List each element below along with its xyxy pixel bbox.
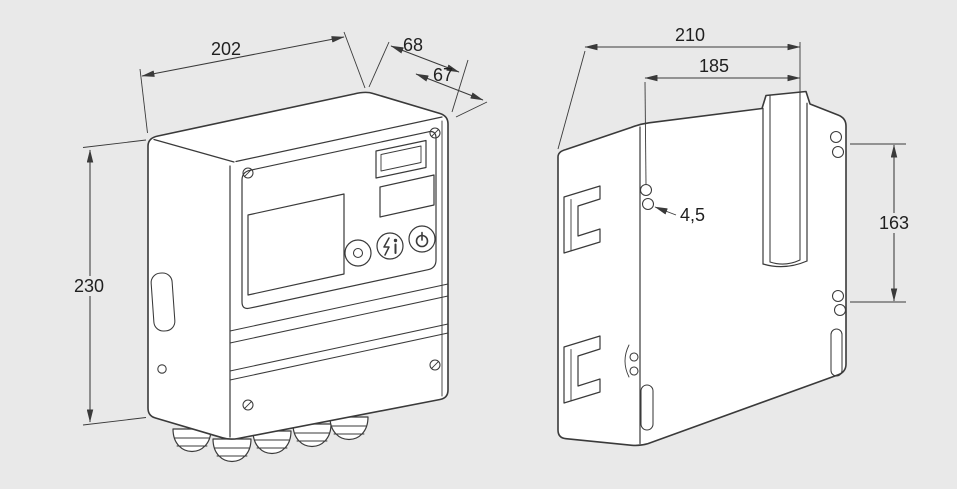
hinge-top <box>563 185 601 254</box>
dim-label-67: 67 <box>433 65 453 85</box>
housing-seams <box>229 283 449 381</box>
rear-body <box>557 90 847 447</box>
enclosure-body <box>147 91 449 440</box>
dimension-width-202: 202 <box>139 31 366 134</box>
dim-label-163: 163 <box>879 213 909 233</box>
dim-label-185: 185 <box>699 56 729 76</box>
status-display-window <box>380 145 422 172</box>
rear-view: 210 185 4,5 163 <box>557 25 914 447</box>
slot-bottom-left <box>640 384 654 431</box>
cable-glands <box>172 416 369 463</box>
select-button <box>344 239 372 267</box>
page-footer-strip <box>0 489 957 500</box>
control-panel <box>241 130 437 310</box>
hinge-bottom <box>563 335 601 404</box>
cover-screws <box>242 127 441 411</box>
dimension-width-185: 185 <box>644 56 801 185</box>
mounting-holes-left <box>639 183 655 211</box>
dim-label-68: 68 <box>403 35 423 55</box>
dimension-depth-67: 67 <box>415 65 488 118</box>
hinge-pin-detail <box>624 344 639 378</box>
lcd-display <box>247 193 345 296</box>
dim-label-202: 202 <box>211 39 241 59</box>
front-isometric-view: 202 68 67 230 <box>69 31 488 463</box>
side-face-details <box>150 272 176 374</box>
panel-outline <box>241 130 437 310</box>
bolt-icon <box>383 237 390 256</box>
body-edges <box>153 116 443 438</box>
status-display <box>375 139 427 179</box>
reset-info-button <box>376 232 404 260</box>
dim-label-4-5: 4,5 <box>680 205 705 225</box>
slot-bottom-right <box>830 328 843 377</box>
dimension-width-210: 210 <box>557 25 801 150</box>
power-button <box>408 225 436 253</box>
callout-hole-diameter: 4,5 <box>654 205 705 225</box>
label-plate <box>379 174 435 218</box>
dimension-height-230: 230 <box>69 139 147 426</box>
mounting-channel <box>762 91 808 268</box>
mounting-holes-top-right <box>829 130 845 159</box>
dimension-height-163: 163 <box>850 143 914 303</box>
info-icon <box>393 238 398 243</box>
mounting-holes-mid-right <box>831 289 847 317</box>
side-screw <box>157 364 167 374</box>
dimension-depth-68: 68 <box>368 35 469 113</box>
dim-label-210: 210 <box>675 25 705 45</box>
dim-label-230: 230 <box>74 276 104 296</box>
side-label <box>150 272 176 332</box>
